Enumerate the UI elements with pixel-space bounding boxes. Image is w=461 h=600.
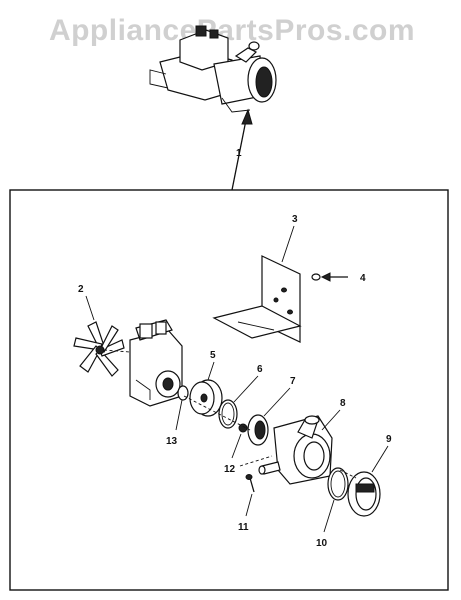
screw-part-4 [311,272,348,282]
callout-label-11: 11 [238,522,249,533]
callout-2-leader [85,295,95,321]
callout-label-10: 10 [316,538,328,549]
cover-plate-part-5 [189,361,223,417]
callout-label-5: 5 [210,350,216,361]
callout-label-2: 2 [78,284,84,295]
watermark-text: AppliancePartsPros.com [48,14,416,47]
callout-label-4: 4 [360,273,366,284]
callout-label-8: 8 [340,398,346,409]
callout-3-leader [281,225,295,263]
fan-blade-part-2 [73,321,131,377]
callout-label-1: 1 [236,148,242,159]
seal-part-13 [175,385,189,431]
impeller-part-7 [183,387,291,446]
nut-part-12 [231,423,248,459]
callout-label-6: 6 [257,364,263,375]
exploded-view-frame [9,189,449,591]
callout-label-13: 13 [166,436,178,447]
callout-label-12: 12 [224,464,236,475]
cap-part-9 [339,445,389,517]
motor-housing [129,319,183,407]
bracket-part-3 [212,255,302,343]
o-ring-part-10 [323,467,349,533]
callout-1-arrow [231,108,253,191]
callout-label-3: 3 [292,214,298,225]
screw-part-11 [245,474,255,517]
callout-label-9: 9 [386,434,392,445]
assembled-pump-illustration [149,25,277,113]
pump-housing-part-8 [239,409,341,485]
callout-label-7: 7 [290,376,296,387]
